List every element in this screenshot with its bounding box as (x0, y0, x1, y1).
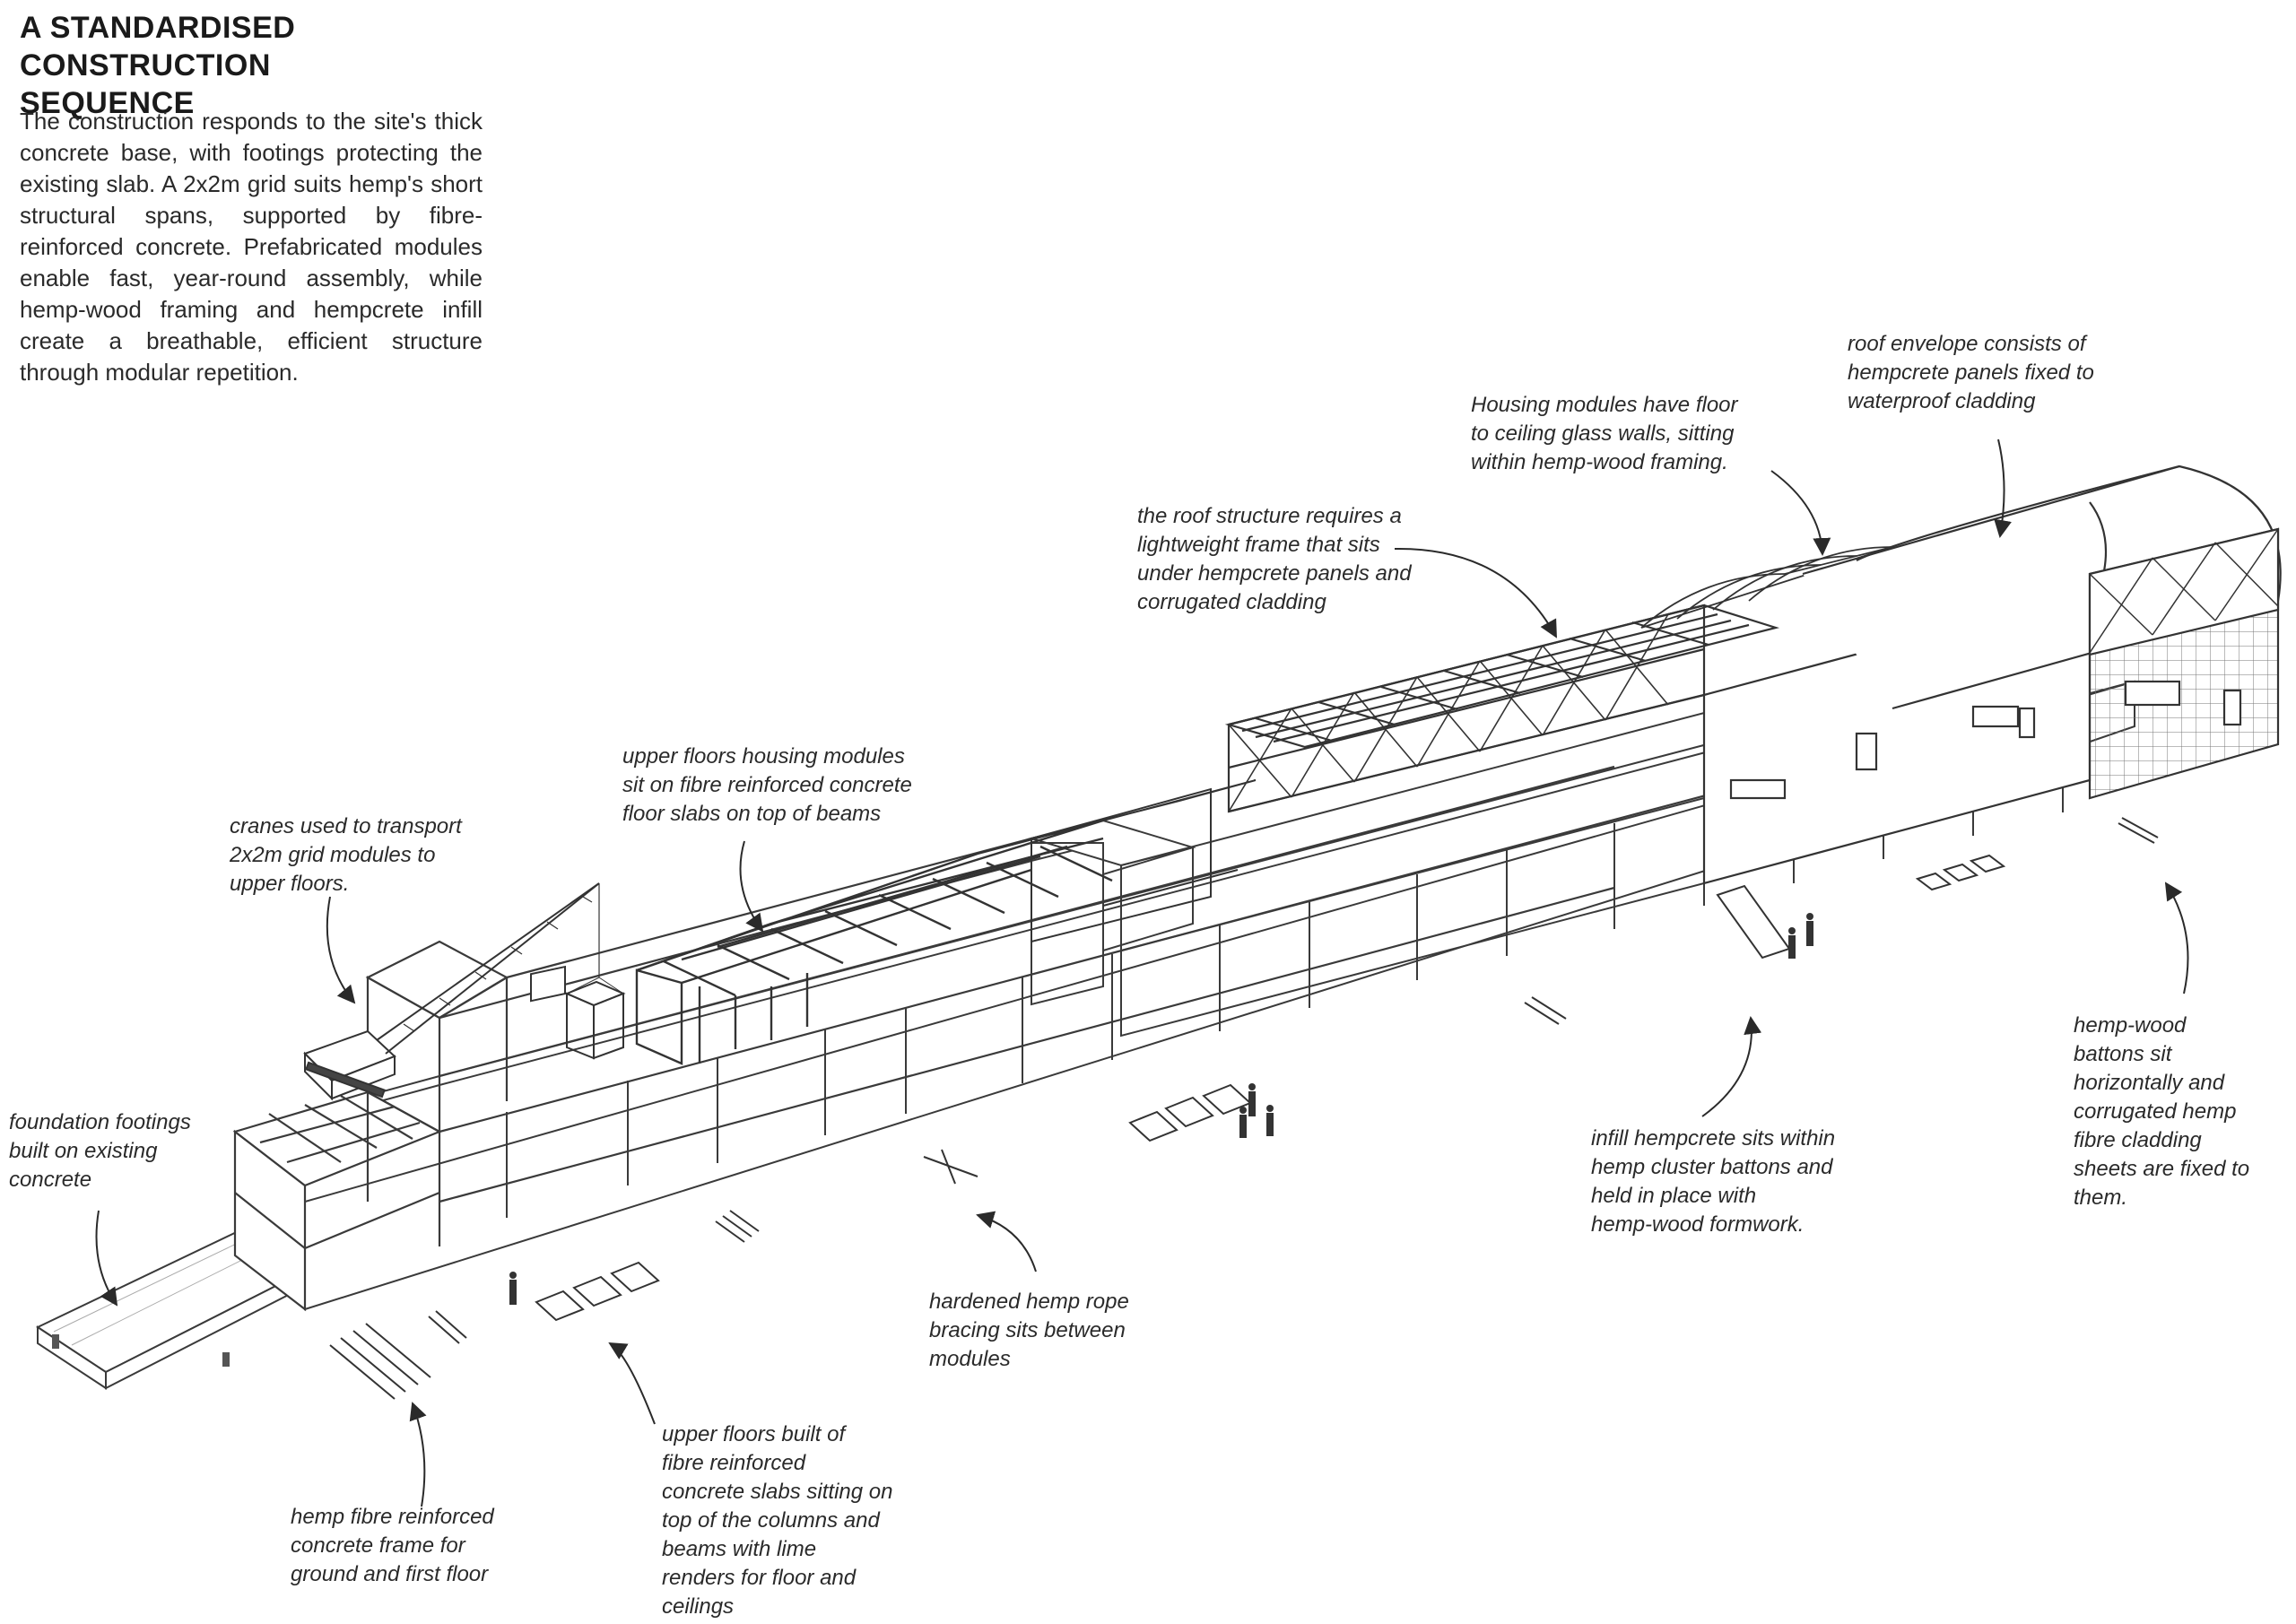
arrow-crane (326, 896, 356, 1004)
person-figure (1239, 1107, 1247, 1138)
arrow-roof-envelope (1994, 439, 2012, 538)
middle-slab-module (1031, 779, 1257, 943)
annotation-foundation: foundation footings built on existing co… (9, 1110, 191, 1192)
annotation-upper-floors-slabs: upper floors built of fibre reinforced c… (662, 1422, 893, 1619)
annotation-roof-structure: the roof structure requires a lightweigh… (1137, 504, 1412, 614)
arrow-hemp-wood-battons (2164, 881, 2189, 994)
annotation-cranes: cranes used to transport 2x2m grid modul… (230, 814, 462, 896)
arrow-hemp-fibre-frame (409, 1402, 427, 1507)
person-figure (1788, 927, 1796, 959)
arrow-foundation (95, 1210, 118, 1307)
annotation-housing-modules: Housing modules have floor to ceiling gl… (1471, 393, 1738, 474)
title-text: A STANDARDISED CONSTRUCTION SEQUENCE (20, 11, 296, 120)
upper-housing-frame-braced (1224, 604, 1780, 813)
leader-arrows (95, 439, 2189, 1507)
annotation-upper-floors-housing: upper floors housing modules sit on fibr… (622, 744, 912, 826)
annotation-rope-bracing: hardened hemp rope bracing sits between … (929, 1290, 1129, 1371)
arrow-rope-bracing (976, 1211, 1037, 1272)
person-figure (509, 1272, 517, 1305)
annotation-infill-hempcrete: infill hempcrete sits within hemp cluste… (1591, 1126, 1836, 1237)
page-title: A STANDARDISED CONSTRUCTION SEQUENCE (20, 9, 522, 122)
roof-arch-frame (1640, 546, 1893, 629)
person-figure (1806, 913, 1813, 946)
arrow-upper-floors-slabs (608, 1342, 656, 1425)
annotation-hemp-wood-battons: hemp-wood battons sit horizontally and c… (2074, 1013, 2250, 1210)
crane (303, 882, 600, 1101)
annotation-roof-envelope: roof envelope consists of hempcrete pane… (1848, 332, 2094, 413)
arrow-housing-modules (1770, 470, 1831, 556)
person-figure (1266, 1105, 1274, 1136)
arrow-upper-floors-housing (739, 840, 764, 933)
annotation-hemp-fibre-frame: hemp fibre reinforced concrete frame for… (291, 1505, 494, 1586)
arrow-roof-structure (1394, 547, 1557, 638)
foundation-slab (35, 1227, 312, 1390)
right-building-block (1702, 465, 2282, 885)
people-figures (509, 913, 1813, 1305)
person-figure (1248, 1083, 1256, 1116)
intro-paragraph: The construction responds to the site's … (20, 108, 483, 386)
ground-components (329, 817, 2159, 1400)
arrow-infill-hempcrete (1701, 1016, 1762, 1117)
suspended-module (564, 977, 626, 1060)
